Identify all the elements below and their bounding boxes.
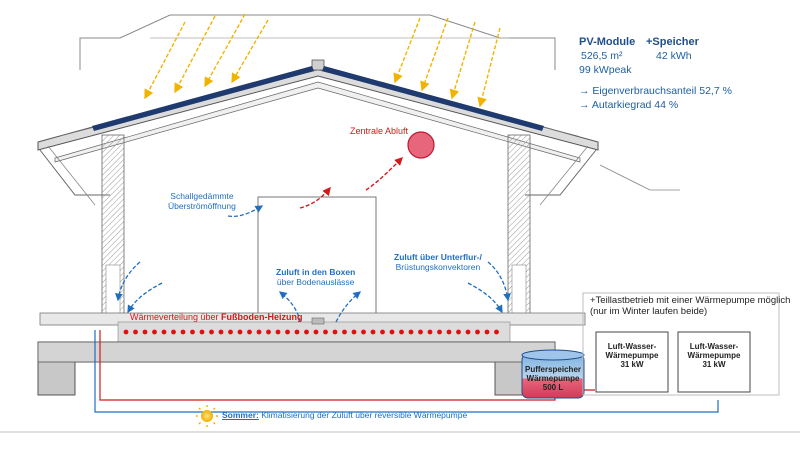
central-exhaust-outlet [407, 131, 435, 159]
heating-dot [142, 329, 148, 335]
heatpump-a-line-3: 31 kW [620, 360, 644, 370]
sun-icon [196, 405, 218, 427]
heating-dot [465, 329, 471, 335]
heatpump-note-line-2: (nur im Winter laufen beide) [590, 305, 708, 317]
heating-dot [389, 329, 395, 335]
heating-dot [123, 329, 129, 335]
heating-dot [475, 329, 480, 335]
heating-dot [313, 329, 319, 335]
supply-convector-label: Zuluft über Unterflur-/ Brüstungskonvekt… [394, 252, 482, 273]
heating-dot [209, 329, 214, 335]
supply-air-arrows [115, 205, 511, 323]
heatpump-b-line-3: 31 kW [702, 360, 726, 370]
supply-convector-line-1: Zuluft über Unterflur-/ [394, 252, 482, 262]
heating-dot [275, 329, 281, 335]
heating-dot [133, 329, 138, 335]
heatpump-b-line-1: Luft-Wasser- [689, 342, 739, 351]
heating-dot [456, 329, 461, 335]
heatpump-a-line-1: Luft-Wasser- [607, 342, 657, 351]
supply-convector-line-2: Brüstungskonvektoren [395, 261, 481, 272]
heating-dot [361, 329, 366, 335]
pv-self-consumption: → Eigenverbrauchsanteil 52,7 % [579, 85, 732, 97]
heating-dot [484, 329, 490, 335]
heating-dot [256, 329, 262, 335]
exhaust-air-arrows [299, 157, 403, 209]
central-exhaust-label: Zentrale Abluft [350, 126, 409, 136]
heating-dot [161, 329, 167, 335]
heatpump-note: +Teillastbetrieb mit einer Wärmepumpe mö… [590, 295, 791, 318]
supply-boxes-line-2: über Bodenauslässe [276, 276, 355, 287]
pv-autarky: → Autarkiegrad 44 % [579, 99, 679, 111]
walls [101, 134, 531, 316]
pv-peak-power: 99 kWpeak [579, 64, 632, 76]
heating-dot [247, 329, 252, 335]
buffer-tank-label: Pufferspeicher Wärmepumpe 500 L [522, 365, 584, 393]
heating-dot [332, 329, 338, 335]
heating-dot [304, 329, 309, 335]
heatpump-b-label: Luft-Wasser- Wärmepumpe 31 kW [678, 342, 750, 370]
heating-dot [380, 329, 385, 335]
transfer-opening-line-2: Überströmöffnung [168, 200, 236, 211]
heating-dot [171, 329, 176, 335]
heating-dot [294, 329, 300, 335]
buffer-line-3: 500 L [542, 383, 564, 393]
heating-dot [228, 329, 233, 335]
summer-note-text: Klimatisierung der Zuluft über reversibl… [258, 410, 468, 420]
heatpump-unit-a [595, 331, 669, 393]
buffer-tank [521, 349, 585, 399]
heating-dot [180, 329, 186, 335]
transfer-opening-line-1: Schallgedämmte [170, 191, 234, 201]
heating-dot [237, 329, 243, 335]
heating-dot [190, 329, 195, 335]
heating-dot [323, 329, 328, 335]
heating-dot [408, 329, 414, 335]
heating-dot [152, 329, 157, 335]
heatpump-unit-b [677, 331, 751, 393]
pv-panels [92, 66, 544, 131]
heating-dot [351, 329, 357, 335]
heating-dot [418, 329, 423, 335]
floor-heating-label: Wärmeverteilung über Fußboden-Heizung [130, 312, 303, 322]
supply-boxes-label: Zuluft in den Boxen über Bodenauslässe [276, 267, 356, 288]
floor-heating-dots [123, 329, 499, 335]
heating-dot [446, 329, 452, 335]
pv-modules-label: PV-Module [579, 36, 636, 48]
pv-area: 526,5 m² [581, 50, 623, 62]
heatpump-note-line-1: +Teillastbetrieb mit einer Wärmepumpe mö… [590, 295, 791, 306]
heatpump-a-line-2: Wärmepumpe [605, 351, 659, 361]
pv-storage-capacity: 42 kWh [656, 50, 692, 62]
background-building [79, 14, 556, 70]
summer-note-bold: Sommer: [222, 410, 259, 420]
heating-dot [342, 329, 347, 335]
heating-dot [427, 329, 433, 335]
heating-dot [266, 329, 271, 335]
heating-dot [399, 329, 404, 335]
floor-slab [37, 312, 586, 396]
heatpump-note-box [582, 292, 780, 396]
pv-storage-label: +Speicher [646, 36, 699, 48]
floor-heating-bold: Fußboden-Heizung [221, 312, 303, 322]
heating-dot [285, 329, 290, 335]
sun-rays [144, 13, 501, 108]
heating-dot [437, 329, 442, 335]
transfer-opening-label: Schallgedämmte Überströmöffnung [168, 191, 236, 212]
heatpump-a-label: Luft-Wasser- Wärmepumpe 31 kW [596, 342, 668, 370]
summer-note: Sommer: Klimatisierung der Zuluft über r… [222, 410, 468, 421]
interior-box [257, 196, 377, 326]
heating-dot [370, 329, 376, 335]
supply-boxes-line-1: Zuluft in den Boxen [276, 267, 356, 277]
heatpump-b-line-2: Wärmepumpe [687, 351, 741, 361]
heating-dot [199, 329, 205, 335]
buffer-line-2: Wärmepumpe [526, 374, 580, 384]
buffer-line-1: Pufferspeicher [524, 365, 582, 374]
heating-dot [218, 329, 224, 335]
floor-heating-prefix: Wärmeverteilung über [130, 312, 222, 322]
heating-dot [494, 329, 499, 335]
